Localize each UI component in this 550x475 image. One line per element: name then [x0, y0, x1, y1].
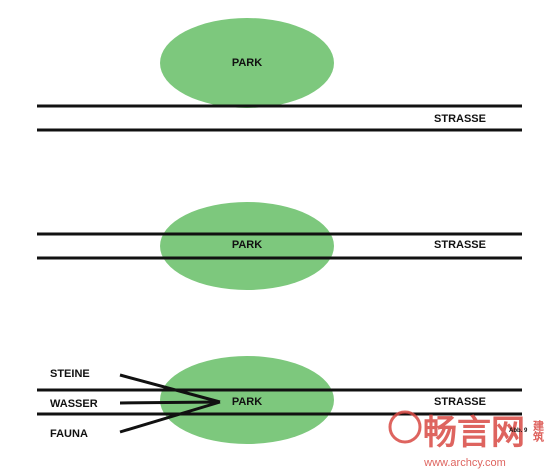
watermark-url: www.archcy.com: [423, 457, 506, 469]
watermark-swirl-icon: [388, 410, 422, 444]
arrow-line-fauna: [119, 400, 221, 434]
panel-1-park-label: PARK: [232, 57, 262, 69]
watermark-side-text: 建筑: [532, 419, 545, 443]
panel-3-street-label: STRASSE: [434, 396, 486, 408]
panel-3-park-shape: [160, 356, 334, 444]
panel-2-park-shape: [160, 202, 334, 290]
panel-2-park-on-street: PARK STRASSE: [37, 202, 522, 290]
panel-1-park-shape: [160, 18, 334, 108]
panel-3-park-label: PARK: [232, 396, 262, 408]
arrow-line-steine: [119, 373, 221, 404]
figure-label: Abb. 9: [509, 428, 528, 434]
panel-2-street-label: STRASSE: [434, 239, 486, 251]
watermark-logo-text: 畅言网: [423, 413, 525, 453]
arrow-line-wasser: [119, 400, 221, 405]
panel-1-park-beside-street: PARK STRASSE: [37, 18, 522, 132]
input-label-fauna: FAUNA: [50, 428, 88, 440]
panel-1-street-label: STRASSE: [434, 113, 486, 125]
panel-2-park-label: PARK: [232, 239, 262, 251]
watermark-logo: 畅言网 建筑 www.archcy.com: [388, 410, 545, 469]
input-label-steine: STEINE: [50, 368, 90, 380]
input-label-wasser: WASSER: [50, 398, 98, 410]
panel-3-park-with-inputs: STEINE WASSER FAUNA PARK STRASSE: [37, 356, 522, 444]
